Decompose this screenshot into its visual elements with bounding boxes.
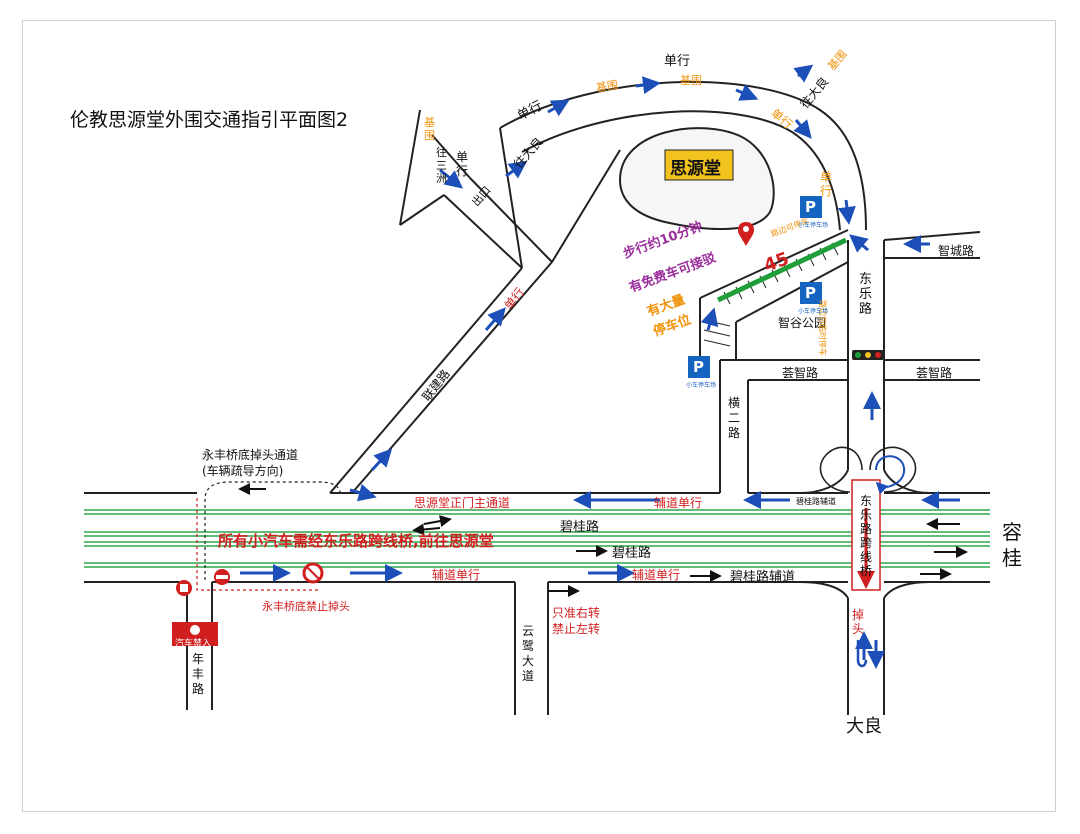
roadside-parking-green xyxy=(716,237,848,303)
parking-small-label-3: 小车停车场 xyxy=(686,382,717,389)
right-turn-only-1: 只准右转 xyxy=(552,606,601,620)
dongle-road-label: 东乐路 xyxy=(859,272,873,317)
rongui-label-2: 桂 xyxy=(1002,546,1022,570)
green-lane-lines xyxy=(84,509,990,568)
yunlu-avenue-label: 云鹭大道 xyxy=(522,624,535,683)
fudao-danxing-3: 辅道单行 xyxy=(632,568,681,582)
jiwei-2: 基围 xyxy=(680,74,702,87)
fudao-danxing-1: 辅道单行 xyxy=(654,496,703,510)
parking-p-2: P xyxy=(805,284,816,302)
bigui-fudao-small-label: 碧桂路辅道 xyxy=(796,497,836,506)
bigui-fudao-label: 碧桂路辅道 xyxy=(730,570,796,585)
diaotou-label: 掉头 xyxy=(852,608,865,636)
danxing-5: 单行 xyxy=(456,150,469,178)
uturn-loop-arrow xyxy=(875,455,906,495)
yongfeng-no-uturn-label: 永丰桥底禁止掉头 xyxy=(262,600,350,613)
bigui-road-mid-label: 碧桂路 xyxy=(612,546,652,561)
bigui-road-top-label: 碧桂路 xyxy=(560,520,600,535)
parking-icons xyxy=(688,196,822,378)
siyuantang-label: 思源堂 xyxy=(670,159,721,179)
huizhi-road-right-label: 荟智路 xyxy=(916,366,953,380)
traffic-light-icon xyxy=(852,350,884,360)
dongle-bridge-label: 东乐路跨线桥 xyxy=(860,494,873,578)
fudao-danxing-2: 辅道单行 xyxy=(432,568,481,582)
black-arrows xyxy=(238,483,968,597)
huizhi-road-left-label: 荟智路 xyxy=(782,366,819,380)
bigui-road-lines xyxy=(84,492,990,583)
right-turn-only-2: 禁止左转 xyxy=(552,622,601,636)
jiwei-3: 基围 xyxy=(424,116,435,142)
to-sanzhou: 往三洲 xyxy=(436,146,447,185)
parking-small-label-2: 小车停车场 xyxy=(798,308,829,315)
parking-p-3: P xyxy=(693,358,704,376)
rongui-label-1: 容 xyxy=(1002,520,1022,544)
car-no-entry-label: 汽车禁入 xyxy=(175,639,212,649)
uturn-passage xyxy=(204,481,341,580)
interchange-loops xyxy=(819,446,917,493)
daliang-label: 大良 xyxy=(846,716,882,737)
zhicheng-road-label: 智城路 xyxy=(938,244,975,258)
yongfeng-uturn-label-2: (车辆疏导方向) xyxy=(202,464,284,478)
diagonal-road xyxy=(329,109,621,494)
heng2-road-label: 横二路 xyxy=(728,396,741,440)
uturn-red-dotted xyxy=(196,498,320,591)
nianfeng-road-label: 年丰路 xyxy=(192,652,205,696)
local-roads xyxy=(699,229,981,493)
page-title: 伦教思源堂外围交通指引平面图2 xyxy=(70,109,349,131)
yongfeng-uturn-label-1: 永丰桥底掉头通道 xyxy=(202,448,299,462)
south-roads xyxy=(186,582,549,715)
siyuantang-box xyxy=(664,149,734,181)
danxing-4: 单行 xyxy=(820,170,833,198)
blue-arrows xyxy=(240,64,960,669)
parking-small-label-1: 小车停车场 xyxy=(798,222,829,229)
parking-p-1: P xyxy=(805,198,816,216)
diaotou-arrow xyxy=(856,640,868,668)
no-entry-sign-icon xyxy=(172,562,324,646)
main-notice: 所有小汽车需经东乐路跨线桥,前往思源堂 xyxy=(218,532,494,550)
location-pin-icon xyxy=(738,222,754,246)
main-access-label: 思源堂正门主通道 xyxy=(414,496,511,510)
danxing-1: 单行 xyxy=(664,54,691,69)
zhigu-park-label: 智谷公园 xyxy=(778,316,827,330)
